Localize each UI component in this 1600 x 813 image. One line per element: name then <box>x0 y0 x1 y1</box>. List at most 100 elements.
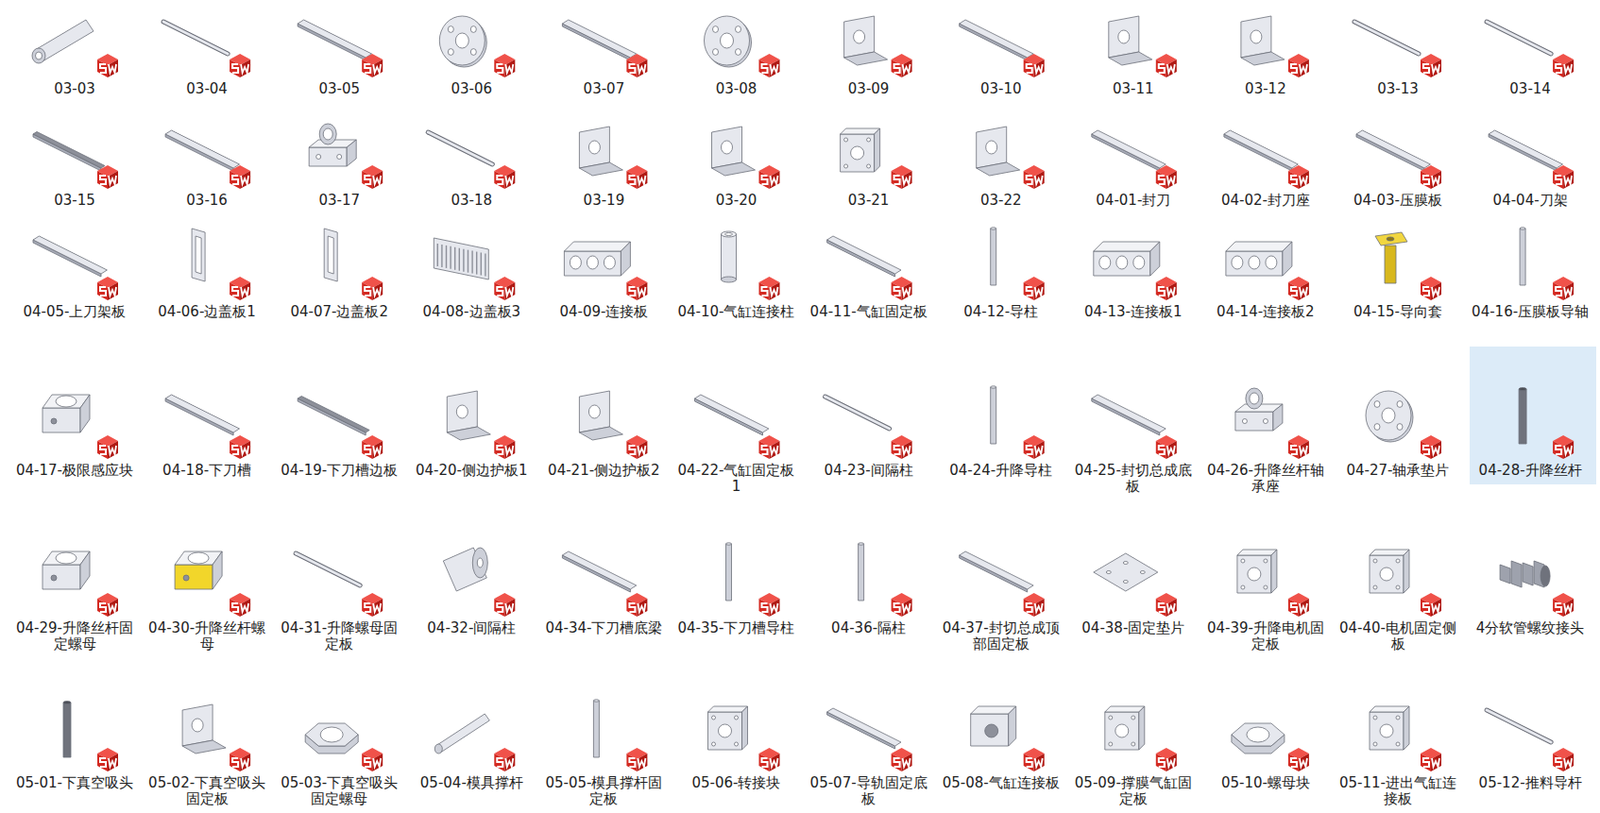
solidworks-icon <box>1552 435 1574 460</box>
solidworks-icon <box>229 165 251 189</box>
part-thumbnail <box>827 708 902 749</box>
solidworks-icon <box>1156 53 1177 78</box>
solidworks-icon <box>1288 435 1310 460</box>
part-name: 04-17-极限感应块 <box>16 462 134 479</box>
part-name: 04-01-封刀 <box>1074 192 1192 209</box>
solidworks-icon <box>891 53 913 78</box>
part-name: 04-34-下刀槽底梁 <box>544 620 663 637</box>
solidworks-icon <box>1023 165 1045 189</box>
part-thumbnail <box>561 551 636 593</box>
solidworks-icon <box>361 435 383 460</box>
part-thumbnail <box>427 132 493 165</box>
part-name: 04-22-气缸固定板1 <box>678 462 796 495</box>
part-thumbnail <box>1369 549 1410 594</box>
solidworks-icon <box>1552 53 1574 78</box>
solidworks-icon <box>1156 435 1177 460</box>
solidworks-icon <box>626 593 647 617</box>
part-thumbnail <box>165 130 239 171</box>
solidworks-icon <box>229 593 251 617</box>
solidworks-icon <box>1023 593 1045 617</box>
part-name: 04-24-升降导柱 <box>942 462 1060 479</box>
part-thumbnail <box>578 391 623 441</box>
solidworks-icon <box>626 53 647 78</box>
solidworks-icon <box>361 165 383 189</box>
part-name: 03-18 <box>412 192 530 209</box>
solidworks-icon <box>361 593 383 617</box>
solidworks-icon <box>1023 435 1045 460</box>
part-name: 03-16 <box>148 192 266 209</box>
part-thumbnail <box>434 714 490 754</box>
part-name: 03-09 <box>810 81 928 98</box>
solidworks-icon <box>759 435 781 460</box>
part-name: 04-27-轴承垫片 <box>1339 462 1457 479</box>
part-name: 04-40-电机固定侧板 <box>1339 620 1457 653</box>
solidworks-icon <box>97 748 119 772</box>
part-thumbnail <box>1518 388 1527 445</box>
part-name: 04-32-间隔柱 <box>412 620 530 637</box>
part-thumbnail <box>1241 16 1285 66</box>
part-name: 05-11-进出气缸连接板 <box>1339 775 1457 808</box>
solidworks-icon <box>493 748 515 772</box>
part-name: 04-08-边盖板3 <box>412 304 530 321</box>
solidworks-icon <box>493 165 515 189</box>
part-name: 03-20 <box>678 192 796 209</box>
part-thumbnail <box>1224 130 1298 171</box>
part-thumbnail <box>323 228 338 282</box>
solidworks-icon <box>759 748 781 772</box>
part-name: 04-21-侧边护板2 <box>544 462 663 479</box>
part-thumbnail <box>827 236 902 277</box>
part-name: 05-06-转接块 <box>678 775 796 792</box>
part-thumbnail <box>1486 710 1551 743</box>
solidworks-icon <box>1023 748 1045 772</box>
part-name: 04-19-下刀槽边板 <box>280 462 398 479</box>
part-thumbnail <box>446 391 491 441</box>
part-thumbnail <box>1105 706 1145 750</box>
part-name: 04-16-压膜板导轴 <box>1471 304 1589 321</box>
part-name: 03-15 <box>16 192 134 209</box>
part-thumbnail <box>721 231 737 283</box>
solidworks-icon <box>229 748 251 772</box>
solidworks-icon <box>1156 593 1177 617</box>
solidworks-icon <box>1420 593 1442 617</box>
part-name: 03-22 <box>942 192 1060 209</box>
solidworks-icon <box>229 276 251 301</box>
solidworks-icon <box>229 53 251 78</box>
part-thumbnail <box>174 551 222 590</box>
part-thumbnail <box>990 227 997 286</box>
part-thumbnail <box>712 126 756 176</box>
part-thumbnail <box>1488 130 1563 171</box>
part-thumbnail <box>42 551 90 590</box>
solidworks-icon <box>493 593 515 617</box>
part-thumbnail <box>858 543 865 601</box>
part-name: 03-13 <box>1339 81 1457 98</box>
part-thumbnail <box>726 543 732 601</box>
part-name: 05-02-下真空吸头固定板 <box>148 775 266 808</box>
solidworks-icon <box>759 593 781 617</box>
part-thumbnail <box>1519 227 1526 286</box>
part-thumbnail <box>593 699 599 758</box>
part-name: 04-13-连接板1 <box>1074 304 1192 321</box>
solidworks-icon <box>626 165 647 189</box>
part-thumbnail <box>970 706 1017 747</box>
part-name: 05-12-推料导杆 <box>1471 775 1589 792</box>
solidworks-icon <box>361 276 383 301</box>
part-thumbnail <box>165 394 239 436</box>
part-name: 03-04 <box>148 81 266 98</box>
part-name: 04-14-连接板2 <box>1207 304 1325 321</box>
part-name: 05-01-下真空吸头 <box>16 775 134 792</box>
part-thumbnail <box>1093 241 1160 276</box>
part-thumbnail <box>561 19 636 61</box>
solidworks-icon <box>97 435 119 460</box>
selection-highlight <box>1469 346 1597 485</box>
part-name: 05-10-螺母块 <box>1207 775 1325 792</box>
part-name: 04-04-刀架 <box>1471 192 1589 209</box>
solidworks-icon <box>361 53 383 78</box>
part-name: 03-17 <box>280 192 398 209</box>
part-thumbnail <box>33 132 105 172</box>
solidworks-icon <box>97 593 119 617</box>
part-name: 04-20-侧边护板1 <box>412 462 530 479</box>
solidworks-icon <box>97 53 119 78</box>
solidworks-icon <box>891 748 913 772</box>
part-thumbnail <box>442 547 488 592</box>
